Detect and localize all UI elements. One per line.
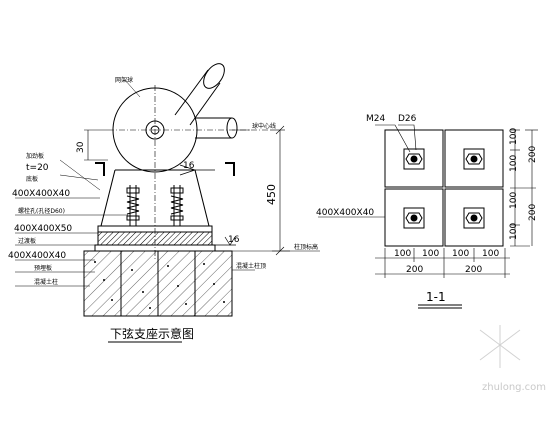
label-hole: D26 <box>398 114 417 124</box>
label-stiffener-t: t=20 <box>26 163 49 173</box>
steel-tube-upper <box>174 63 225 126</box>
label-bolt: M24 <box>366 114 385 124</box>
label-rubber-pad: 过渡板 <box>18 237 36 245</box>
dim-right-total-2: 200 <box>528 204 538 221</box>
label-column-top: 混凝土柱顶 <box>236 262 266 270</box>
dim-bottom-2: 100 <box>422 249 439 259</box>
label-pad-plate-size: 400X400X50 <box>14 224 72 234</box>
dim-right-1: 100 <box>509 128 519 145</box>
bolt-hole-bl <box>403 207 425 229</box>
steel-tube-right <box>195 117 238 139</box>
dim-bottom-total-1: 200 <box>406 265 423 275</box>
label-dim-30: 30 <box>76 141 86 153</box>
plate-quad-br <box>444 188 504 247</box>
support-elevation <box>15 63 320 343</box>
plate-quad-tl <box>384 129 444 188</box>
label-slope-16b: 16 <box>228 235 240 245</box>
watermark: zhulong.com <box>479 325 546 393</box>
label-base-plate-size: 400X400X40 <box>12 189 70 199</box>
elevation-labels: 网架球 球中心线 30 加劲板 t=20 底板 400X400X40 螺栓孔(孔… <box>8 76 318 341</box>
bolt-hole-tl <box>403 148 425 170</box>
anchor-bolt-right <box>170 185 184 226</box>
leader-m24 <box>375 124 411 153</box>
concrete-aggregate <box>94 261 225 309</box>
plate-quad-tr <box>444 129 504 188</box>
label-leaders <box>15 129 320 287</box>
leader-d26 <box>398 124 417 151</box>
label-anchor-bolt: 螺栓孔(孔径D60) <box>18 207 65 215</box>
slope-mark-upper <box>179 164 215 176</box>
bolt-hole-tr <box>463 148 485 170</box>
label-stiffener: 加劲板 <box>26 152 44 160</box>
bracket-left <box>95 162 105 176</box>
dimension-30 <box>84 129 108 161</box>
dim-bottom-total-2: 200 <box>465 265 482 275</box>
plate-quad-bl <box>384 188 444 247</box>
slope-mark-lower <box>212 236 236 246</box>
rubber-pad <box>97 231 213 246</box>
dim-bottom-1: 100 <box>394 249 411 259</box>
label-dim-450: 450 <box>265 184 278 205</box>
dim-right-4: 100 <box>509 223 519 240</box>
elevation-title: 下弦支座示意图 <box>110 326 194 341</box>
label-embedded-plate: 预埋板 <box>34 264 52 272</box>
dim-right-3: 100 <box>509 192 519 209</box>
plan-title: 1-1 <box>426 290 446 304</box>
plan-labels: M24 D26 400X400X40 100 100 100 100 200 2… <box>316 114 538 304</box>
label-axis-line: 球中心线 <box>252 122 276 130</box>
dim-bottom-3: 100 <box>452 249 469 259</box>
dim-right-2: 100 <box>509 155 519 172</box>
watermark-text: zhulong.com <box>482 382 546 393</box>
label-steel-ball: 网架球 <box>115 76 133 84</box>
label-elevation-note: 柱顶标高 <box>294 243 318 251</box>
label-concrete-column: 混凝土柱 <box>34 278 58 286</box>
stiffener-plates <box>100 169 210 227</box>
bracket-right <box>225 162 235 176</box>
label-base-plate: 底板 <box>26 175 38 183</box>
plan-view <box>318 124 538 309</box>
anchor-bolt-left <box>126 185 140 226</box>
dims-right <box>510 129 538 247</box>
dims-bottom <box>375 248 510 278</box>
dim-right-total-1: 200 <box>528 146 538 163</box>
watermark-logo <box>479 325 521 368</box>
label-embed-plate-size: 400X400X40 <box>8 251 66 261</box>
label-slope-16a: 16 <box>183 161 195 171</box>
dim-bottom-4: 100 <box>482 249 499 259</box>
label-plan-plate-size: 400X400X40 <box>316 208 374 218</box>
bolt-hole-br <box>463 207 485 229</box>
